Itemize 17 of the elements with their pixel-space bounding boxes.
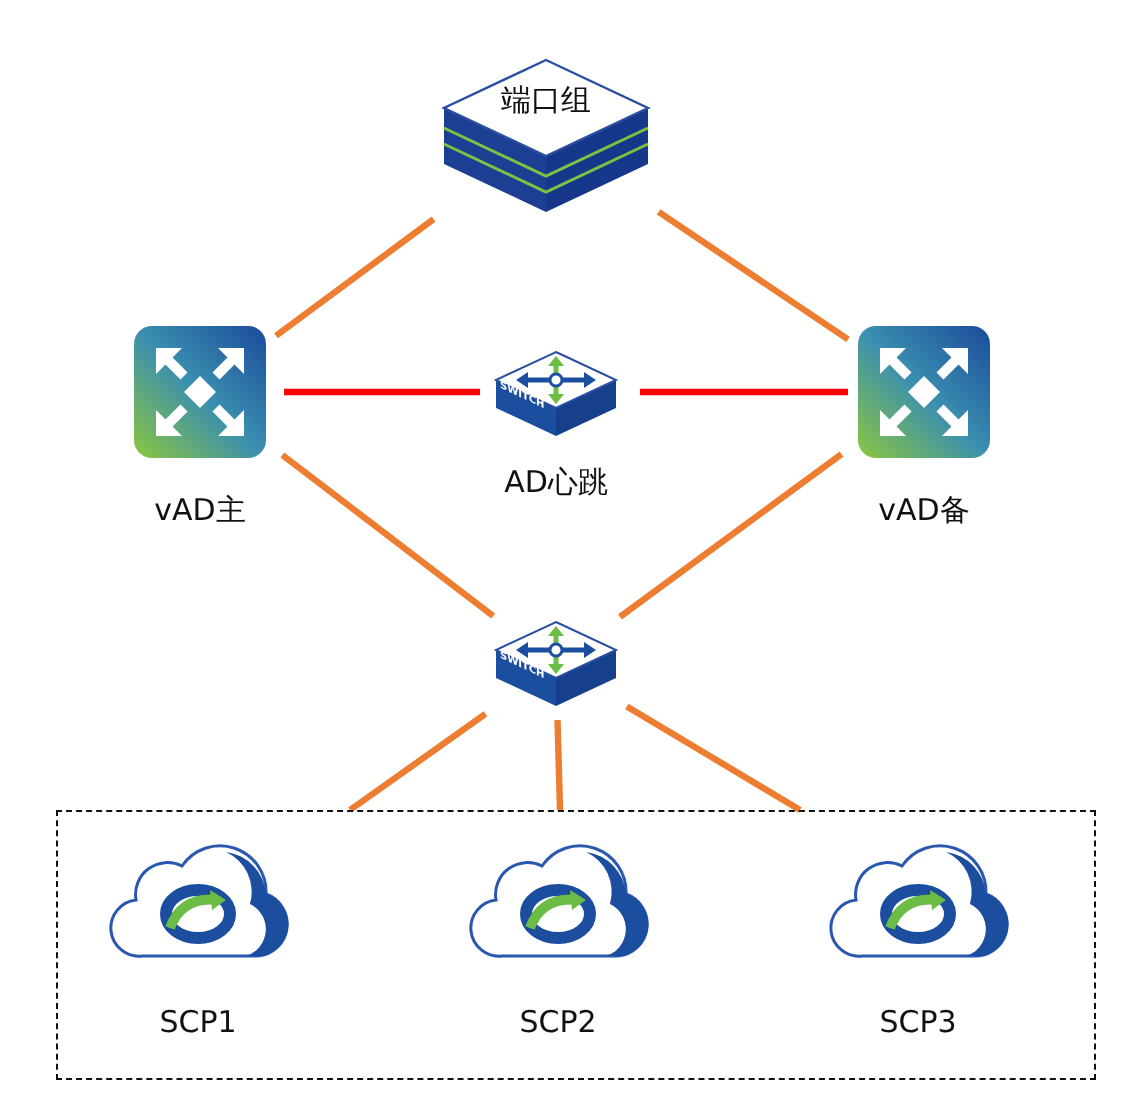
connector-line	[640, 388, 848, 396]
connector-line	[618, 451, 844, 620]
node-label: SCP2	[517, 1004, 599, 1040]
node-label: SCP1	[157, 1004, 239, 1040]
connector-line	[554, 719, 564, 811]
node-label: vAD主	[152, 492, 248, 530]
connector-line	[348, 711, 488, 813]
connector-line	[625, 703, 802, 813]
node-label: vAD备	[876, 492, 972, 530]
connector-line	[656, 209, 850, 343]
node-label: SCP3	[877, 1004, 959, 1040]
dashed-group-box	[56, 810, 1096, 1080]
connector-line	[274, 216, 436, 339]
node-label: 端口组	[499, 82, 593, 120]
connector-line	[284, 388, 480, 396]
node-label: AD心跳	[502, 464, 610, 502]
connector-line	[280, 452, 496, 619]
